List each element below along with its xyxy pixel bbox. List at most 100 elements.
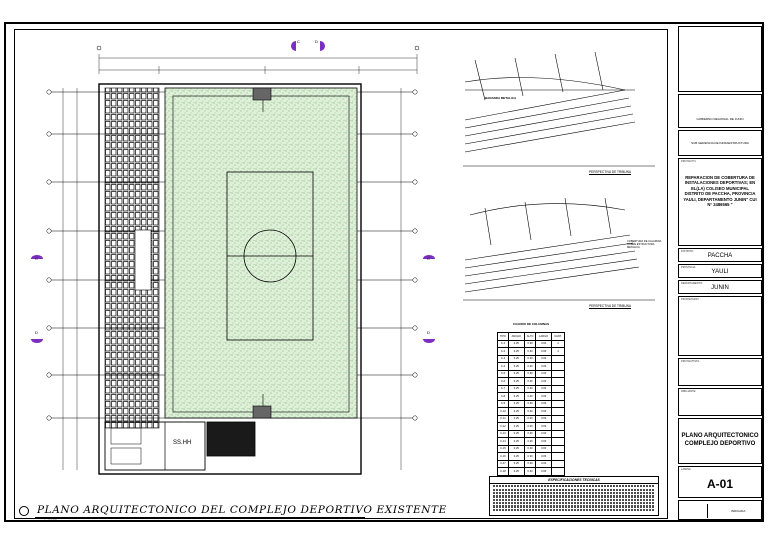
table-cell: 0.30 — [523, 422, 537, 431]
table-cell: C-6 — [497, 377, 509, 386]
section-marker-c-top[interactable]: C — [291, 38, 301, 51]
table-cell: 0.30 — [523, 459, 537, 468]
table-cell: C-2 — [497, 347, 509, 356]
table-cell — [550, 414, 566, 423]
table-cell: 3.00 — [535, 422, 552, 431]
tb-drawer-box: DIBUJANTE: — [678, 388, 762, 416]
tb-department-label: DEPARTAMENTO: — [681, 282, 703, 285]
table-cell: 3.00 — [535, 384, 552, 393]
technical-notes: ESPECIFICACIONES TECNICAS — [489, 476, 659, 516]
table-cell: C-4 — [497, 362, 509, 371]
table-cell: 0.25 — [507, 377, 525, 386]
table-cell: 0.30 — [523, 444, 537, 453]
tb-sheet-label: LAMINA: — [681, 468, 692, 471]
table-cell — [550, 392, 566, 401]
table-cell: 0.30 — [523, 377, 537, 386]
section-marker-c-left[interactable]: C — [31, 250, 43, 264]
tb-province-label: PROVINCIA: — [681, 266, 696, 269]
tb-project-box: PROYECTO: REPARACION DE COBERTURA DE INS… — [678, 158, 762, 246]
table-cell: 0.25 — [507, 444, 525, 453]
notes-title: ESPECIFICACIONES TECNICAS — [490, 477, 658, 484]
table-cell: 0.30 — [523, 407, 537, 416]
table-header-cell: LARGO — [535, 332, 552, 341]
table-cell: 0.30 — [523, 369, 537, 378]
section-label: D — [315, 39, 318, 44]
table-cell: 3.00 — [535, 437, 552, 446]
table-header-cell: TIPO — [497, 332, 509, 341]
tb-district-box: DISTRITO: PACCHA — [678, 248, 762, 262]
table-cell: 3.00 — [535, 467, 552, 476]
table-cell: 0.25 — [507, 407, 525, 416]
table-cell: 3.00 — [535, 452, 552, 461]
tb-scale-grid — [681, 504, 708, 518]
table-cell — [550, 354, 566, 363]
tb-plan-title-box: PLANO ARQUITECTONICO COMPLEJO DEPORTIVO — [678, 418, 762, 464]
tb-project-label: PROYECTO: — [681, 160, 697, 163]
table-cell: 0.30 — [523, 339, 537, 348]
section-marker-d-left[interactable]: D — [31, 330, 43, 344]
table-cell: 0.25 — [507, 369, 525, 378]
table-cell: 3.00 — [535, 444, 552, 453]
table-cell — [550, 369, 566, 378]
perspective-annotation-2: COBERTURA DE CALAMINA SOBRE ESTRUCTURA M… — [627, 240, 662, 249]
section-marker-d-right[interactable]: D — [423, 330, 435, 344]
table-cell: 0.30 — [523, 384, 537, 393]
tb-drawer-label: DIBUJANTE: — [681, 390, 697, 393]
tb-owner-box: PROPIETARIO: — [678, 296, 762, 356]
table-cell: 0.30 — [523, 452, 537, 461]
tb-logo-box — [678, 26, 762, 92]
title-underline — [35, 517, 365, 518]
table-cell — [550, 384, 566, 393]
tb-designer-label: PROYECTISTA: — [681, 360, 700, 363]
table-cell: 4 — [550, 339, 566, 348]
table-cell: C-15 — [497, 444, 509, 453]
section-label: C — [427, 256, 430, 261]
table-cell — [550, 437, 566, 446]
table-cell — [550, 399, 566, 408]
architectural-plan — [46, 45, 655, 475]
tb-district: PACCHA — [707, 253, 733, 259]
table-cell: C-8 — [497, 392, 509, 401]
section-label: C — [297, 39, 300, 44]
table-cell — [550, 459, 566, 468]
table-cell — [550, 407, 566, 416]
section-label: D — [35, 330, 38, 335]
drawing-title-icon — [19, 506, 29, 516]
perspective-annotation-1: BARANDA METALICA — [485, 96, 517, 100]
tb-office-box: SUB GERENCIA DE INFRAESTRUCTURA — [678, 130, 762, 156]
table-cell: 0.25 — [507, 384, 525, 393]
table-cell — [550, 422, 566, 431]
table-cell: 0.25 — [507, 422, 525, 431]
table-cell: 0.25 — [507, 362, 525, 371]
perspective-label-2: PERSPECTIVA DE TRIBUNA — [589, 304, 632, 309]
tb-province-box: PROVINCIA: YAULI — [678, 264, 762, 278]
table-cell: 0.30 — [523, 437, 537, 446]
tb-designer-box: PROYECTISTA: — [678, 358, 762, 386]
table-cell: 0.30 — [523, 347, 537, 356]
table-cell: 0.25 — [507, 339, 525, 348]
main-drawing-title: PLANO ARQUITECTONICO DEL COMPLEJO DEPORT… — [37, 504, 447, 516]
table-cell: 0.30 — [523, 414, 537, 423]
tb-owner-label: PROPIETARIO: — [681, 298, 700, 301]
table-cell: C-5 — [497, 369, 509, 378]
table-cell: 0.30 — [523, 429, 537, 438]
section-marker-d-top[interactable]: D — [315, 38, 325, 51]
table-cell: 3.00 — [535, 407, 552, 416]
table-cell: 3.00 — [535, 369, 552, 378]
section-marker-c-right[interactable]: C — [423, 250, 435, 264]
table-cell: 0.25 — [507, 392, 525, 401]
drawing-scale: escala 1/100 — [37, 519, 57, 523]
